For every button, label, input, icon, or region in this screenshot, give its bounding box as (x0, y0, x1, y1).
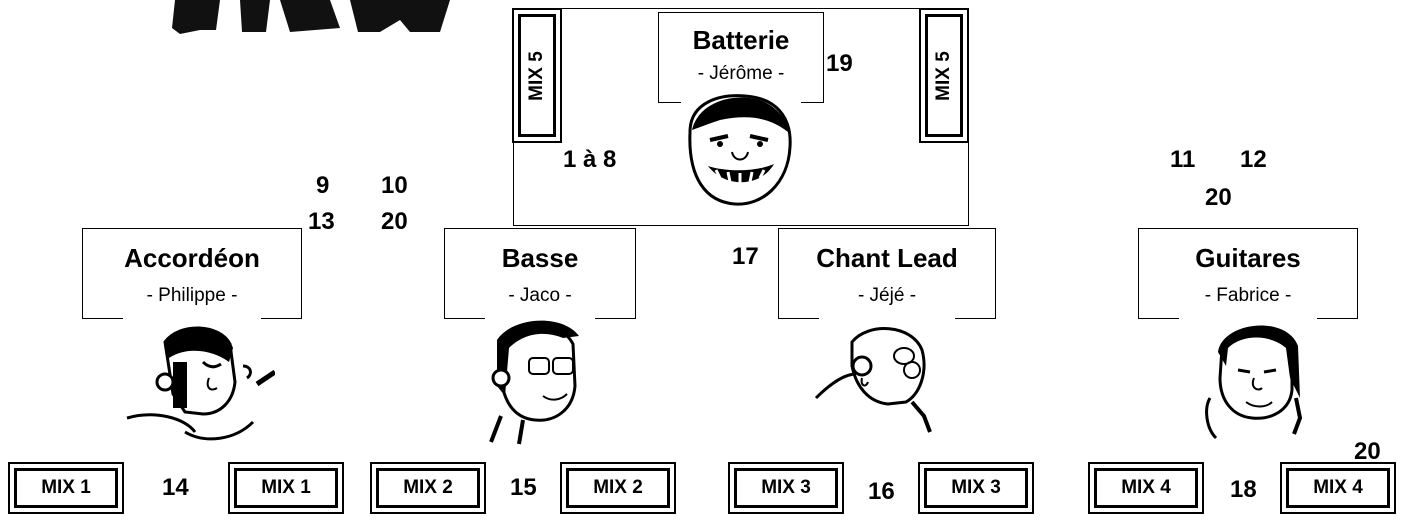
monitor-mix1-right: MIX 1 (228, 462, 344, 514)
chant-player-caricature (814, 327, 932, 433)
player-name: - Jaco - (508, 285, 572, 306)
drummer-card: Batterie - Jérôme - (658, 12, 824, 103)
mix-label: MIX 5 (933, 50, 954, 101)
channel-number: 10 (381, 172, 408, 199)
drummer-caricature (688, 94, 792, 206)
channel-number: 17 (732, 243, 759, 270)
mix-channel: 18 (1230, 476, 1257, 503)
musician-card-chant: Chant Lead - Jéjé - (778, 228, 996, 319)
musician-card-accordeon: Accordéon - Philippe - (82, 228, 302, 319)
guitares-player-caricature (1205, 325, 1303, 440)
mix-label: MIX 4 (1094, 468, 1198, 508)
player-name: - Jérôme - (697, 63, 785, 84)
accordeon-player-caricature (126, 326, 275, 441)
channel-number: 20 (1354, 438, 1381, 465)
monitor-mix2-left: MIX 2 (370, 462, 486, 514)
monitor-mix1-left: MIX 1 (8, 462, 124, 514)
monitor-mix4-right: MIX 4 (1280, 462, 1396, 514)
instrument-label: Batterie (692, 25, 790, 55)
channel-number: 11 (1170, 146, 1196, 173)
mix-label: MIX 2 (566, 468, 670, 508)
musician-card-basse: Basse - Jaco - (444, 228, 636, 319)
instrument-label: Chant Lead (816, 243, 958, 273)
mix-label: MIX 4 (1286, 468, 1390, 508)
drum-channels: 1 à 8 (563, 146, 617, 173)
monitor-mix3-right: MIX 3 (918, 462, 1034, 514)
band-logo (172, 0, 450, 34)
channel-number: 20 (1205, 184, 1232, 211)
monitor-mix2-right: MIX 2 (560, 462, 676, 514)
mix-channel: 16 (868, 478, 895, 505)
monitor-mix3-left: MIX 3 (728, 462, 844, 514)
mix-label: MIX 3 (924, 468, 1028, 508)
player-name: - Fabrice - (1204, 285, 1292, 306)
instrument-label: Basse (501, 243, 579, 273)
instrument-label: Guitares (1195, 243, 1301, 273)
basse-player-caricature (489, 320, 579, 445)
drum-monitor-left: MIX 5 (512, 8, 562, 143)
mix-label: MIX 1 (234, 468, 338, 508)
mix-label: MIX 3 (734, 468, 838, 508)
mix-channel: 14 (162, 474, 189, 501)
musician-card-guitares: Guitares - Fabrice - (1138, 228, 1358, 319)
mix-label: MIX 1 (14, 468, 118, 508)
channel-number: 12 (1240, 146, 1267, 173)
monitor-mix4-left: MIX 4 (1088, 462, 1204, 514)
channel-number: 20 (381, 208, 408, 235)
mix-label: MIX 2 (376, 468, 480, 508)
mix-channel: 15 (510, 474, 537, 501)
channel-number: 9 (316, 172, 330, 199)
player-name: - Philippe - (146, 285, 238, 306)
channel-number: 13 (308, 208, 335, 235)
player-name: - Jéjé - (857, 285, 917, 306)
mix-label: MIX 5 (526, 50, 547, 101)
drummer-extra-channel: 19 (826, 50, 853, 77)
drum-monitor-right: MIX 5 (919, 8, 969, 143)
instrument-label: Accordéon (124, 243, 260, 273)
